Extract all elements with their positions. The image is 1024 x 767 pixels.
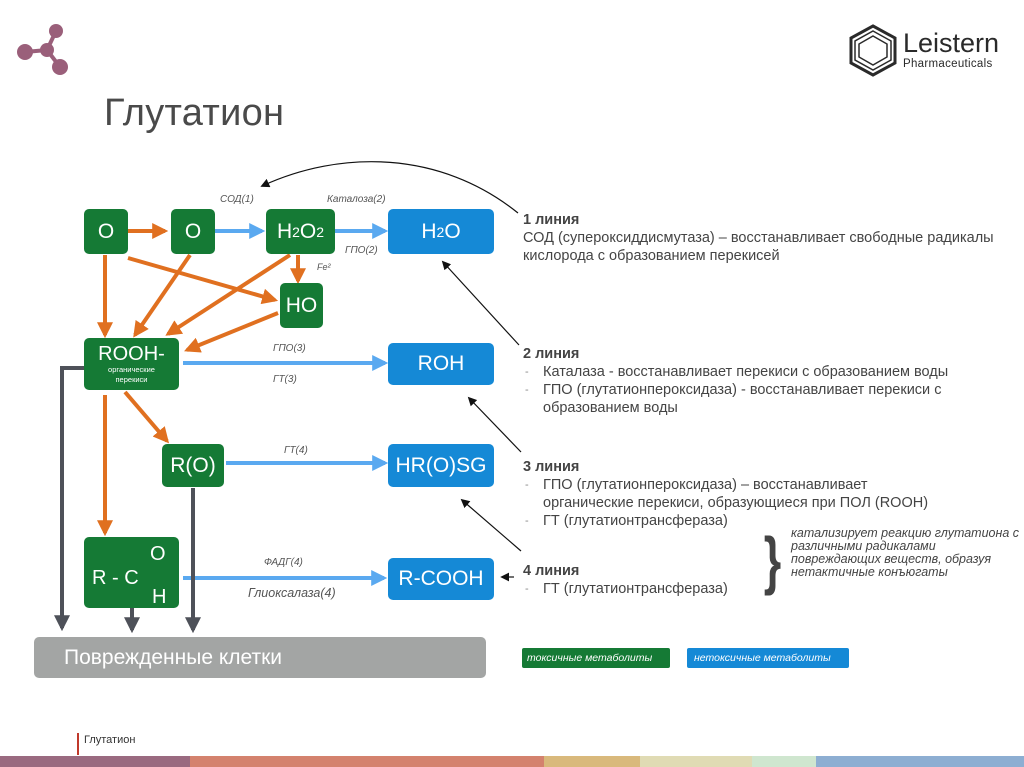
footer-bar-segment <box>816 756 1024 767</box>
footer-marker <box>77 733 79 755</box>
label-fadg4: ФАДГ(4) <box>264 557 303 568</box>
node-ro: R(O) <box>162 444 224 487</box>
arrow-rooh-ro <box>123 390 170 444</box>
rooh-label: ROOH- <box>98 342 165 365</box>
h2o-o: O <box>444 219 461 243</box>
node-rcooh: R-COOH <box>388 558 494 600</box>
arrow-line2-to-h2o <box>441 260 520 346</box>
label-sod1: СОД(1) <box>220 194 254 205</box>
line-2-item: Каталаза - восстанавливает перекиси с об… <box>523 363 983 381</box>
footer-bar-segment <box>544 756 640 767</box>
arrow-rooh-damaged <box>54 366 84 632</box>
node-o2: O <box>171 209 215 254</box>
h2o2-sub1: 2 <box>292 223 300 240</box>
line-3-item: ГТ (глутатионтрансфераза) <box>523 512 1013 530</box>
h2o-h: H <box>421 219 437 243</box>
rooh-sublabel: органические перекиси <box>108 364 155 384</box>
molecule-logo-icon <box>17 24 68 75</box>
h2o2-sub2: 2 <box>316 223 325 240</box>
label-gpo2: ГПО(2) <box>345 245 378 256</box>
brace-icon: } <box>763 524 782 596</box>
node-roh-label: ROH <box>417 352 465 375</box>
label-catalase2: Каталоза(2) <box>327 194 386 205</box>
legend-nontoxic: нетоксичные метаболиты <box>687 648 849 668</box>
footer-label: Глутатион <box>84 734 136 746</box>
node-rcooh-label: R-COOH <box>398 567 484 590</box>
h2o-sub1: 2 <box>436 223 445 240</box>
footer-bar-segment <box>0 756 190 767</box>
node-roh: ROH <box>388 343 494 385</box>
line-3-block: 3 линия ГПО (глутатионпероксидаза) – вос… <box>523 458 1013 530</box>
line-2-heading: 2 линия <box>523 346 580 362</box>
rcoh-left: R - C <box>92 567 139 589</box>
label-gt4: ГТ(4) <box>284 445 308 456</box>
arrow-o1-ho <box>127 256 279 305</box>
damaged-cells-bar: Поврежденные клетки <box>34 637 486 678</box>
blue-arrows <box>183 223 389 586</box>
node-o1: O <box>84 209 128 254</box>
legend-toxic: токсичные метаболиты <box>522 648 670 668</box>
rcoh-top: O <box>150 543 166 565</box>
line-4-block: 4 линия ГТ (глутатионтрансфераза) <box>523 562 783 598</box>
line-3-item: ГПО (глутатионпероксидаза) – восстанавли… <box>523 476 943 512</box>
label-fe2: Fe² <box>317 262 331 272</box>
node-ho: HO <box>280 283 323 328</box>
node-o2-label: O <box>184 219 202 243</box>
node-rooh: ROOH- органические перекиси <box>84 338 179 390</box>
h2o2-o: O <box>299 219 317 243</box>
black-pointer-arrows <box>260 161 522 582</box>
label-gpo3: ГПО(3) <box>273 343 306 354</box>
node-ho-label: HO <box>285 293 318 317</box>
line-2-block: 2 линия Каталаза - восстанавливает перек… <box>523 345 1013 417</box>
node-rcoh: R - C O H <box>84 537 179 608</box>
footer-bar-segment <box>190 756 544 767</box>
line-1-block: 1 линия СОД (супероксиддисмутаза) – восс… <box>523 211 1013 265</box>
footer-bar-segment <box>640 756 752 767</box>
line-1-heading: 1 линия <box>523 212 580 228</box>
arrow-line3-to-roh <box>467 396 522 453</box>
orange-arrows <box>97 223 306 537</box>
node-o1-label: O <box>97 219 115 243</box>
line-3-heading: 3 линия <box>523 459 580 475</box>
arrow-line1-to-sod <box>260 161 519 214</box>
logo-name: Leistern <box>903 28 1000 58</box>
node-hrosg-label: HR(O)SG <box>395 453 487 477</box>
leistern-hexagon-icon <box>849 24 897 77</box>
label-gt3: ГТ(3) <box>273 374 297 385</box>
arrow-ho-rooh <box>184 311 279 353</box>
line-4-heading: 4 линия <box>523 563 580 579</box>
gray-arrows <box>54 366 201 634</box>
logo-subtitle: Pharmaceuticals <box>903 58 993 70</box>
node-ro-label: R(O) <box>170 453 216 477</box>
line-1-text: СОД (супероксиддисмутаза) – восстанавлив… <box>523 230 994 264</box>
rcoh-bottom: H <box>152 586 167 608</box>
footer-bar-segment <box>752 756 816 767</box>
arrow-h2o2-rooh <box>165 253 292 336</box>
page-title: Глутатион <box>104 92 285 134</box>
arrow-o2-rooh <box>133 253 192 338</box>
h2o2-h: H <box>276 219 293 243</box>
gt-note: катализирует реакцию глутатиона с различ… <box>791 526 1020 579</box>
line-4-item: ГТ (глутатионтрансфераза) <box>523 580 783 598</box>
line-2-item: ГПО (глутатионпероксидаза) - восстанавли… <box>523 381 998 417</box>
arrow-gt-to-hrosg <box>460 498 522 552</box>
node-hrosg: HR(O)SG <box>388 444 494 487</box>
label-glyoxalase4: Глиоксалаза(4) <box>248 586 336 600</box>
